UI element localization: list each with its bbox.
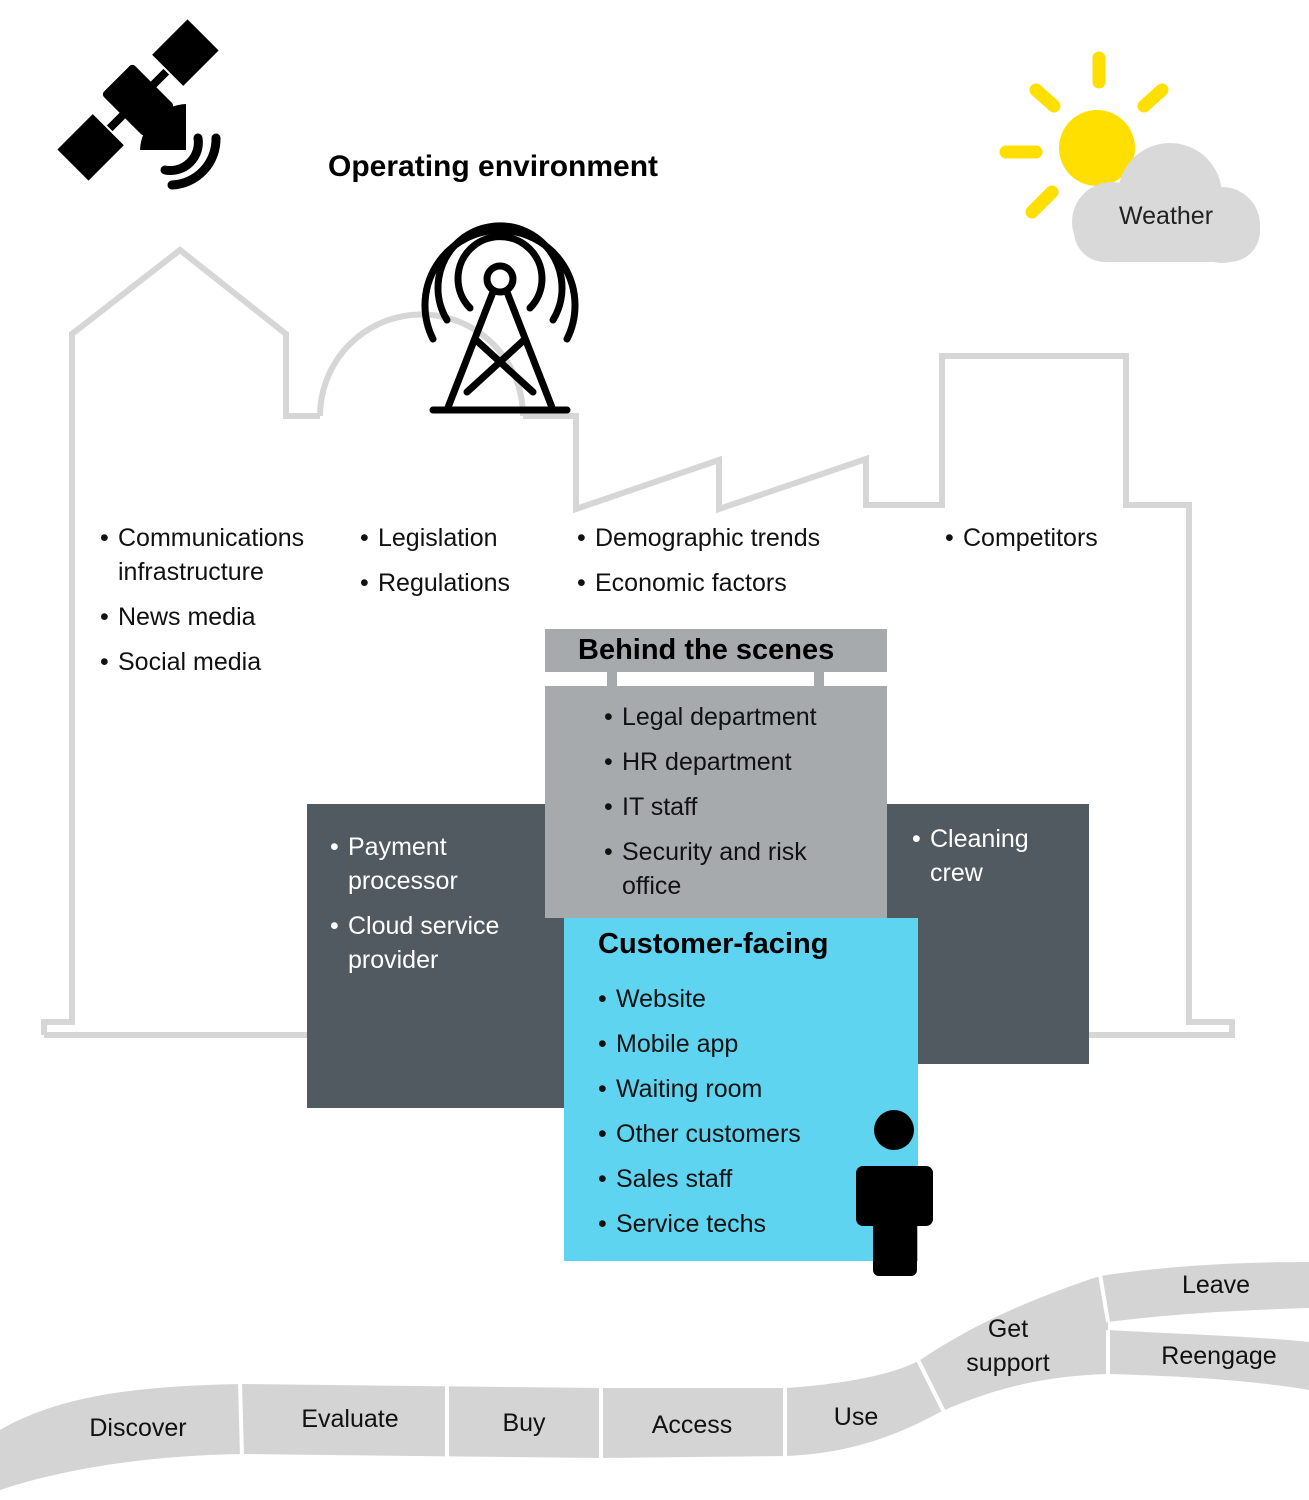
satellite-icon bbox=[57, 19, 221, 190]
environment-column-2: Legislation Regulations bbox=[360, 521, 560, 611]
journey-stage-get-support: Get support bbox=[966, 1315, 1050, 1377]
journey-stage-reengage: Reengage bbox=[1161, 1342, 1277, 1370]
weather-label: Weather bbox=[1119, 202, 1214, 230]
list-item: Legal department bbox=[604, 700, 864, 734]
list-item: Sales staff bbox=[598, 1162, 858, 1196]
list-item: Cleaning crew bbox=[912, 822, 1062, 890]
list-item: Cloud service provider bbox=[330, 909, 540, 977]
list-item: IT staff bbox=[604, 790, 864, 824]
list-item: News media bbox=[100, 600, 340, 634]
journey-stage-evaluate: Evaluate bbox=[301, 1405, 399, 1433]
customer-facing-list: Website Mobile app Waiting room Other cu… bbox=[598, 982, 858, 1252]
journey-stage-discover: Discover bbox=[89, 1414, 187, 1442]
list-item: Security and risk office bbox=[604, 835, 864, 903]
antenna-tower-icon bbox=[421, 222, 579, 414]
journey-stage-use: Use bbox=[833, 1403, 879, 1431]
sun-icon bbox=[999, 51, 1169, 219]
list-item: Communications infrastructure bbox=[100, 521, 340, 589]
list-item: HR department bbox=[604, 745, 864, 779]
journey-stage-buy: Buy bbox=[502, 1409, 546, 1437]
journey-path bbox=[0, 1262, 1309, 1490]
list-item: Other customers bbox=[598, 1117, 858, 1151]
list-item: Waiting room bbox=[598, 1072, 858, 1106]
behind-the-scenes-title: Behind the scenes bbox=[578, 634, 835, 666]
person-icon bbox=[856, 1110, 933, 1276]
list-item: Demographic trends bbox=[577, 521, 897, 555]
list-item: Competitors bbox=[945, 521, 1165, 555]
list-item: Service techs bbox=[598, 1207, 858, 1241]
customer-facing-title: Customer-facing bbox=[598, 928, 829, 960]
right-partners-list: Cleaning crew bbox=[912, 822, 1062, 901]
list-item: Website bbox=[598, 982, 858, 1016]
behind-header-bg bbox=[545, 629, 887, 672]
environment-column-3: Demographic trends Economic factors bbox=[577, 521, 897, 611]
diagram-title: Operating environment bbox=[328, 150, 659, 183]
list-item: Legislation bbox=[360, 521, 560, 555]
list-item: Regulations bbox=[360, 566, 560, 600]
environment-column-1: Communications infrastructure News media… bbox=[100, 521, 340, 690]
environment-column-4: Competitors bbox=[945, 521, 1165, 566]
list-item: Economic factors bbox=[577, 566, 897, 600]
behind-the-scenes-list: Legal department HR department IT staff … bbox=[604, 700, 864, 914]
journey-stage-leave: Leave bbox=[1181, 1271, 1251, 1299]
list-item: Mobile app bbox=[598, 1027, 858, 1061]
list-item: Payment processor bbox=[330, 830, 540, 898]
journey-stage-access: Access bbox=[651, 1411, 733, 1439]
cloud-icon bbox=[1072, 143, 1260, 263]
left-partners-list: Payment processor Cloud service provider bbox=[330, 830, 540, 988]
list-item: Social media bbox=[100, 645, 340, 679]
